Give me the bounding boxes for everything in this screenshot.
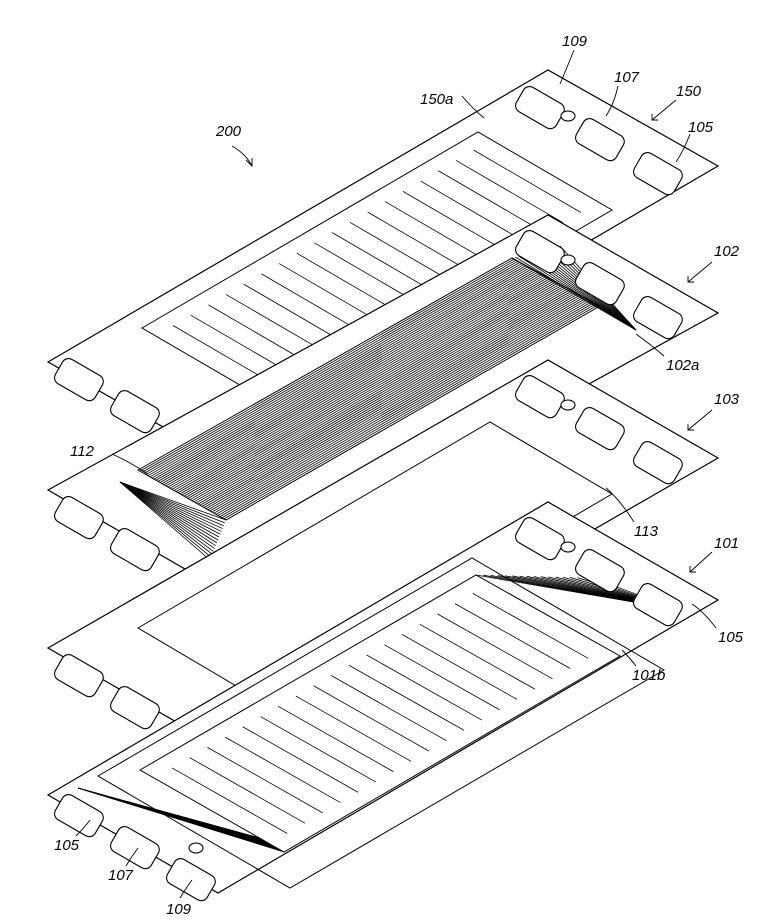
label-103: 103 bbox=[714, 391, 740, 408]
label-105-right: 105 bbox=[718, 629, 744, 646]
label-200: 200 bbox=[215, 123, 242, 140]
label-112: 112 bbox=[70, 443, 95, 460]
hole-102 bbox=[561, 255, 575, 265]
label-107-bottom: 107 bbox=[108, 867, 134, 884]
leader-101 bbox=[690, 552, 712, 572]
leader-150 bbox=[652, 100, 676, 120]
label-107: 107 bbox=[614, 69, 640, 86]
label-113: 113 bbox=[634, 523, 659, 540]
label-150a: 150a bbox=[420, 91, 453, 108]
label-102: 102 bbox=[714, 243, 740, 260]
leader-103 bbox=[688, 410, 712, 430]
label-105-bottom: 105 bbox=[54, 837, 80, 854]
leader-102 bbox=[688, 262, 712, 282]
label-150: 150 bbox=[676, 83, 702, 100]
label-101: 101 bbox=[714, 535, 739, 552]
label-101b: 101b bbox=[632, 667, 665, 684]
label-109: 109 bbox=[562, 33, 588, 50]
label-102a: 102a bbox=[666, 357, 699, 374]
label-105: 105 bbox=[688, 119, 714, 136]
hole-101 bbox=[561, 542, 575, 552]
hole-top bbox=[561, 111, 575, 121]
label-109-bottom: 109 bbox=[166, 901, 192, 918]
leader-109 bbox=[560, 50, 574, 84]
hole-bottom bbox=[189, 843, 203, 853]
hole-103 bbox=[561, 400, 575, 410]
